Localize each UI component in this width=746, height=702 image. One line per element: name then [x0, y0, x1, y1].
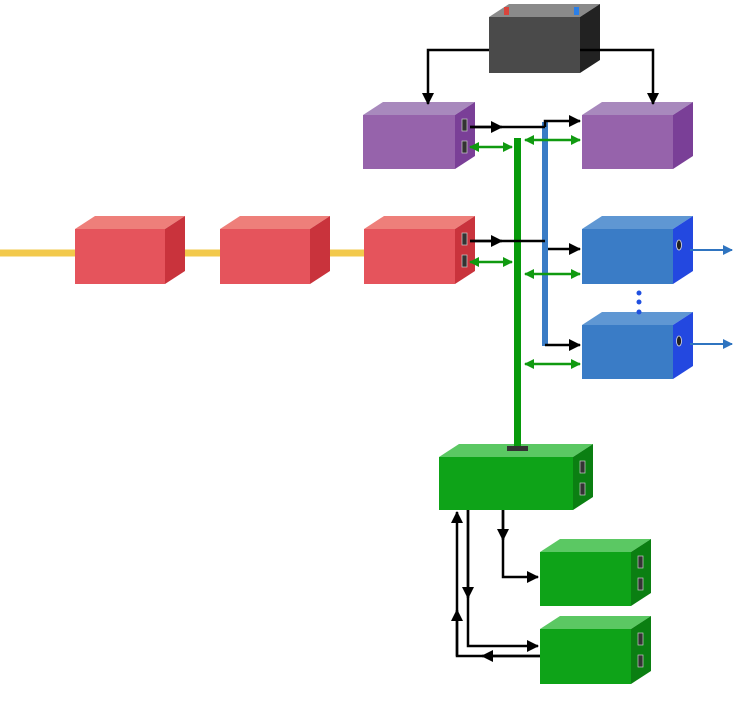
- purple-right-top: [582, 102, 693, 115]
- dot: [636, 309, 642, 315]
- purple-left-side: [455, 102, 475, 169]
- connector-icon: [676, 335, 682, 347]
- to-purple-right-arrow: [543, 115, 581, 127]
- port-icon: [579, 460, 586, 474]
- purple-left-front: [363, 115, 455, 169]
- red-1-front: [75, 229, 165, 284]
- green-sub2-to-main-arrow: [451, 511, 540, 658]
- port-icon: [461, 232, 468, 246]
- red-3-box: [364, 216, 475, 284]
- blue-1-front: [582, 229, 673, 284]
- battery-top: [489, 4, 600, 17]
- green-sub-2-top: [540, 616, 651, 629]
- green-bus: [514, 138, 521, 450]
- connector-icon: [676, 239, 682, 251]
- dot: [636, 290, 642, 296]
- blue-n-top: [582, 312, 693, 325]
- blue-n-side: [673, 312, 693, 379]
- green-main-box: [439, 444, 593, 510]
- battery-to-purple-right-arrow: [580, 48, 659, 105]
- green-main-side: [573, 444, 593, 510]
- purple-right-front: [582, 115, 673, 169]
- blue-n-front: [582, 325, 673, 379]
- red-1-side: [165, 216, 185, 284]
- purple-right-side: [673, 102, 693, 169]
- blue-n-box: [582, 312, 693, 379]
- red-2-side: [310, 216, 330, 284]
- red-3-front: [364, 229, 455, 284]
- port-icon: [579, 482, 586, 496]
- blue-1-box: [582, 216, 693, 284]
- battery-front: [489, 17, 580, 73]
- green-main-to-sub1-arrow: [501, 510, 539, 583]
- red-2-top: [220, 216, 330, 229]
- battery-box: [489, 4, 600, 73]
- green-sub-2-front: [540, 629, 631, 684]
- green-main-front: [439, 457, 573, 510]
- blue-bus: [542, 122, 548, 346]
- port-icon: [461, 118, 468, 132]
- blue-1-top: [582, 216, 693, 229]
- port-icon: [637, 654, 644, 668]
- port-icon: [461, 140, 468, 154]
- negative-terminal-icon: [574, 7, 579, 15]
- green-sub-1-side: [631, 539, 651, 606]
- green-sub-1-box: [540, 539, 651, 606]
- red-2-box: [220, 216, 330, 284]
- port-icon: [637, 555, 644, 569]
- port-icon: [461, 254, 468, 268]
- red-1-box: [75, 216, 185, 284]
- battery-side: [580, 4, 600, 73]
- red-1-top: [75, 216, 185, 229]
- red-2-front: [220, 229, 310, 284]
- green-sub-2-box: [540, 616, 651, 684]
- purple-left-box: [363, 102, 475, 169]
- purple-right-box: [582, 102, 693, 169]
- red-3-side: [455, 216, 475, 284]
- red-3-top: [364, 216, 475, 229]
- port-icon: [637, 632, 644, 646]
- green-bus-port: [507, 446, 528, 451]
- green-sub-1-front: [540, 552, 631, 606]
- green-sub-1-top: [540, 539, 651, 552]
- positive-terminal-icon: [504, 7, 509, 15]
- ellipsis-dots: [636, 290, 642, 315]
- battery-to-purple-left-arrow: [422, 48, 489, 105]
- green-sub-2-side: [631, 616, 651, 684]
- dot: [636, 299, 642, 305]
- blue-1-side: [673, 216, 693, 284]
- port-icon: [637, 577, 644, 591]
- purple-left-top: [363, 102, 475, 115]
